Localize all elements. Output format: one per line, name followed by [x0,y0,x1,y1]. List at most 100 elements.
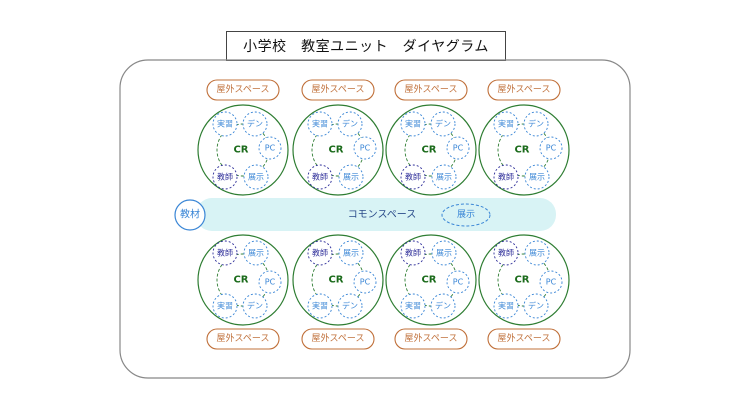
jisshu-circle [400,293,426,319]
kyoshi-label: 教師 [217,172,233,182]
pc-label: PC [546,278,557,287]
outdoor-space-pill [301,328,375,350]
pc-label: PC [265,278,276,287]
site-boundary [119,59,631,379]
pc-circle [539,270,563,294]
jisshu-label: 実習 [312,119,328,129]
kyoshi-label: 教師 [312,172,328,182]
den-circle [337,293,363,319]
tenji-circle [243,164,269,190]
kyoshi-label: 教師 [312,248,328,258]
outdoor-space-label: 屋外スペース [312,83,365,95]
cr-label: CR [328,145,343,156]
tenji-label: 展示 [248,249,264,258]
den-circle [430,111,456,137]
pc-circle [353,136,377,160]
den-label: デン [435,301,451,311]
den-circle [523,293,549,319]
pc-circle [258,270,282,294]
jisshu-circle [307,293,333,319]
tenji-label: 展示 [529,249,545,258]
cr-label: CR [421,275,436,286]
classroom-unit-circle [478,104,570,196]
den-label: デン [247,301,263,311]
pc-label: PC [265,144,276,153]
jisshu-label: 実習 [498,301,514,311]
pc-circle [353,270,377,294]
kyoshi-circle [493,164,519,190]
den-label: デン [342,119,358,129]
pc-circle [539,136,563,160]
classroom-unit-circle [197,234,289,326]
cr-label: CR [328,275,343,286]
tenji-circle [524,240,550,266]
outdoor-space-pill [301,79,375,101]
classroom-unit-circle [385,104,477,196]
jisshu-circle [400,111,426,137]
outdoor-space-label: 屋外スペース [217,83,270,95]
classroom-unit-circle [478,234,570,326]
den-circle [523,111,549,137]
kyoshi-circle [400,240,426,266]
den-circle [242,111,268,137]
pc-label: PC [360,278,371,287]
kyozai-circle [174,199,206,231]
classroom-unit-circle [292,234,384,326]
outdoor-space-label: 屋外スペース [498,83,551,95]
cr-label: CR [421,145,436,156]
common-tenji-outline [441,203,491,227]
jisshu-label: 実習 [312,301,328,311]
kyoshi-circle [307,240,333,266]
outdoor-space-label: 屋外スペース [498,332,551,344]
den-label: デン [528,119,544,129]
classroom-unit-circle [292,104,384,196]
kyoshi-label: 教師 [498,248,514,258]
kyoshi-circle [307,164,333,190]
outdoor-space-pill [394,328,468,350]
tenji-label: 展示 [343,249,359,258]
tenji-label: 展示 [436,173,452,182]
jisshu-circle [493,293,519,319]
classroom-unit-circle [385,234,477,326]
tenji-label: 展示 [529,173,545,182]
classroom-unit-circle [197,104,289,196]
tenji-label: 展示 [248,173,264,182]
cr-label: CR [514,275,529,286]
kyoshi-label: 教師 [498,172,514,182]
den-label: デン [247,119,263,129]
pc-circle [446,270,470,294]
common-space-band [196,198,556,231]
tenji-circle [524,164,550,190]
outdoor-space-pill [206,79,280,101]
jisshu-label: 実習 [217,301,233,311]
kyoshi-label: 教師 [405,248,421,258]
tenji-circle [431,240,457,266]
outdoor-space-label: 屋外スペース [405,332,458,344]
pc-circle [446,136,470,160]
jisshu-label: 実習 [498,119,514,129]
jisshu-label: 実習 [405,119,421,129]
jisshu-label: 実習 [405,301,421,311]
jisshu-circle [493,111,519,137]
tenji-circle [243,240,269,266]
pc-label: PC [453,144,464,153]
outdoor-space-pill [487,328,561,350]
pc-label: PC [453,278,464,287]
tenji-circle [338,164,364,190]
den-circle [337,111,363,137]
common-tenji-label: 展示 [457,209,475,220]
common-space-label: コモンスペース [348,210,417,221]
outdoor-space-pill [394,79,468,101]
kyoshi-circle [493,240,519,266]
kyoshi-circle [212,240,238,266]
jisshu-circle [212,293,238,319]
cr-label: CR [233,145,248,156]
jisshu-label: 実習 [217,119,233,129]
tenji-circle [431,164,457,190]
kyozai-label: 教材 [180,208,200,221]
den-circle [430,293,456,319]
den-label: デン [342,301,358,311]
den-label: デン [528,301,544,311]
tenji-label: 展示 [343,173,359,182]
